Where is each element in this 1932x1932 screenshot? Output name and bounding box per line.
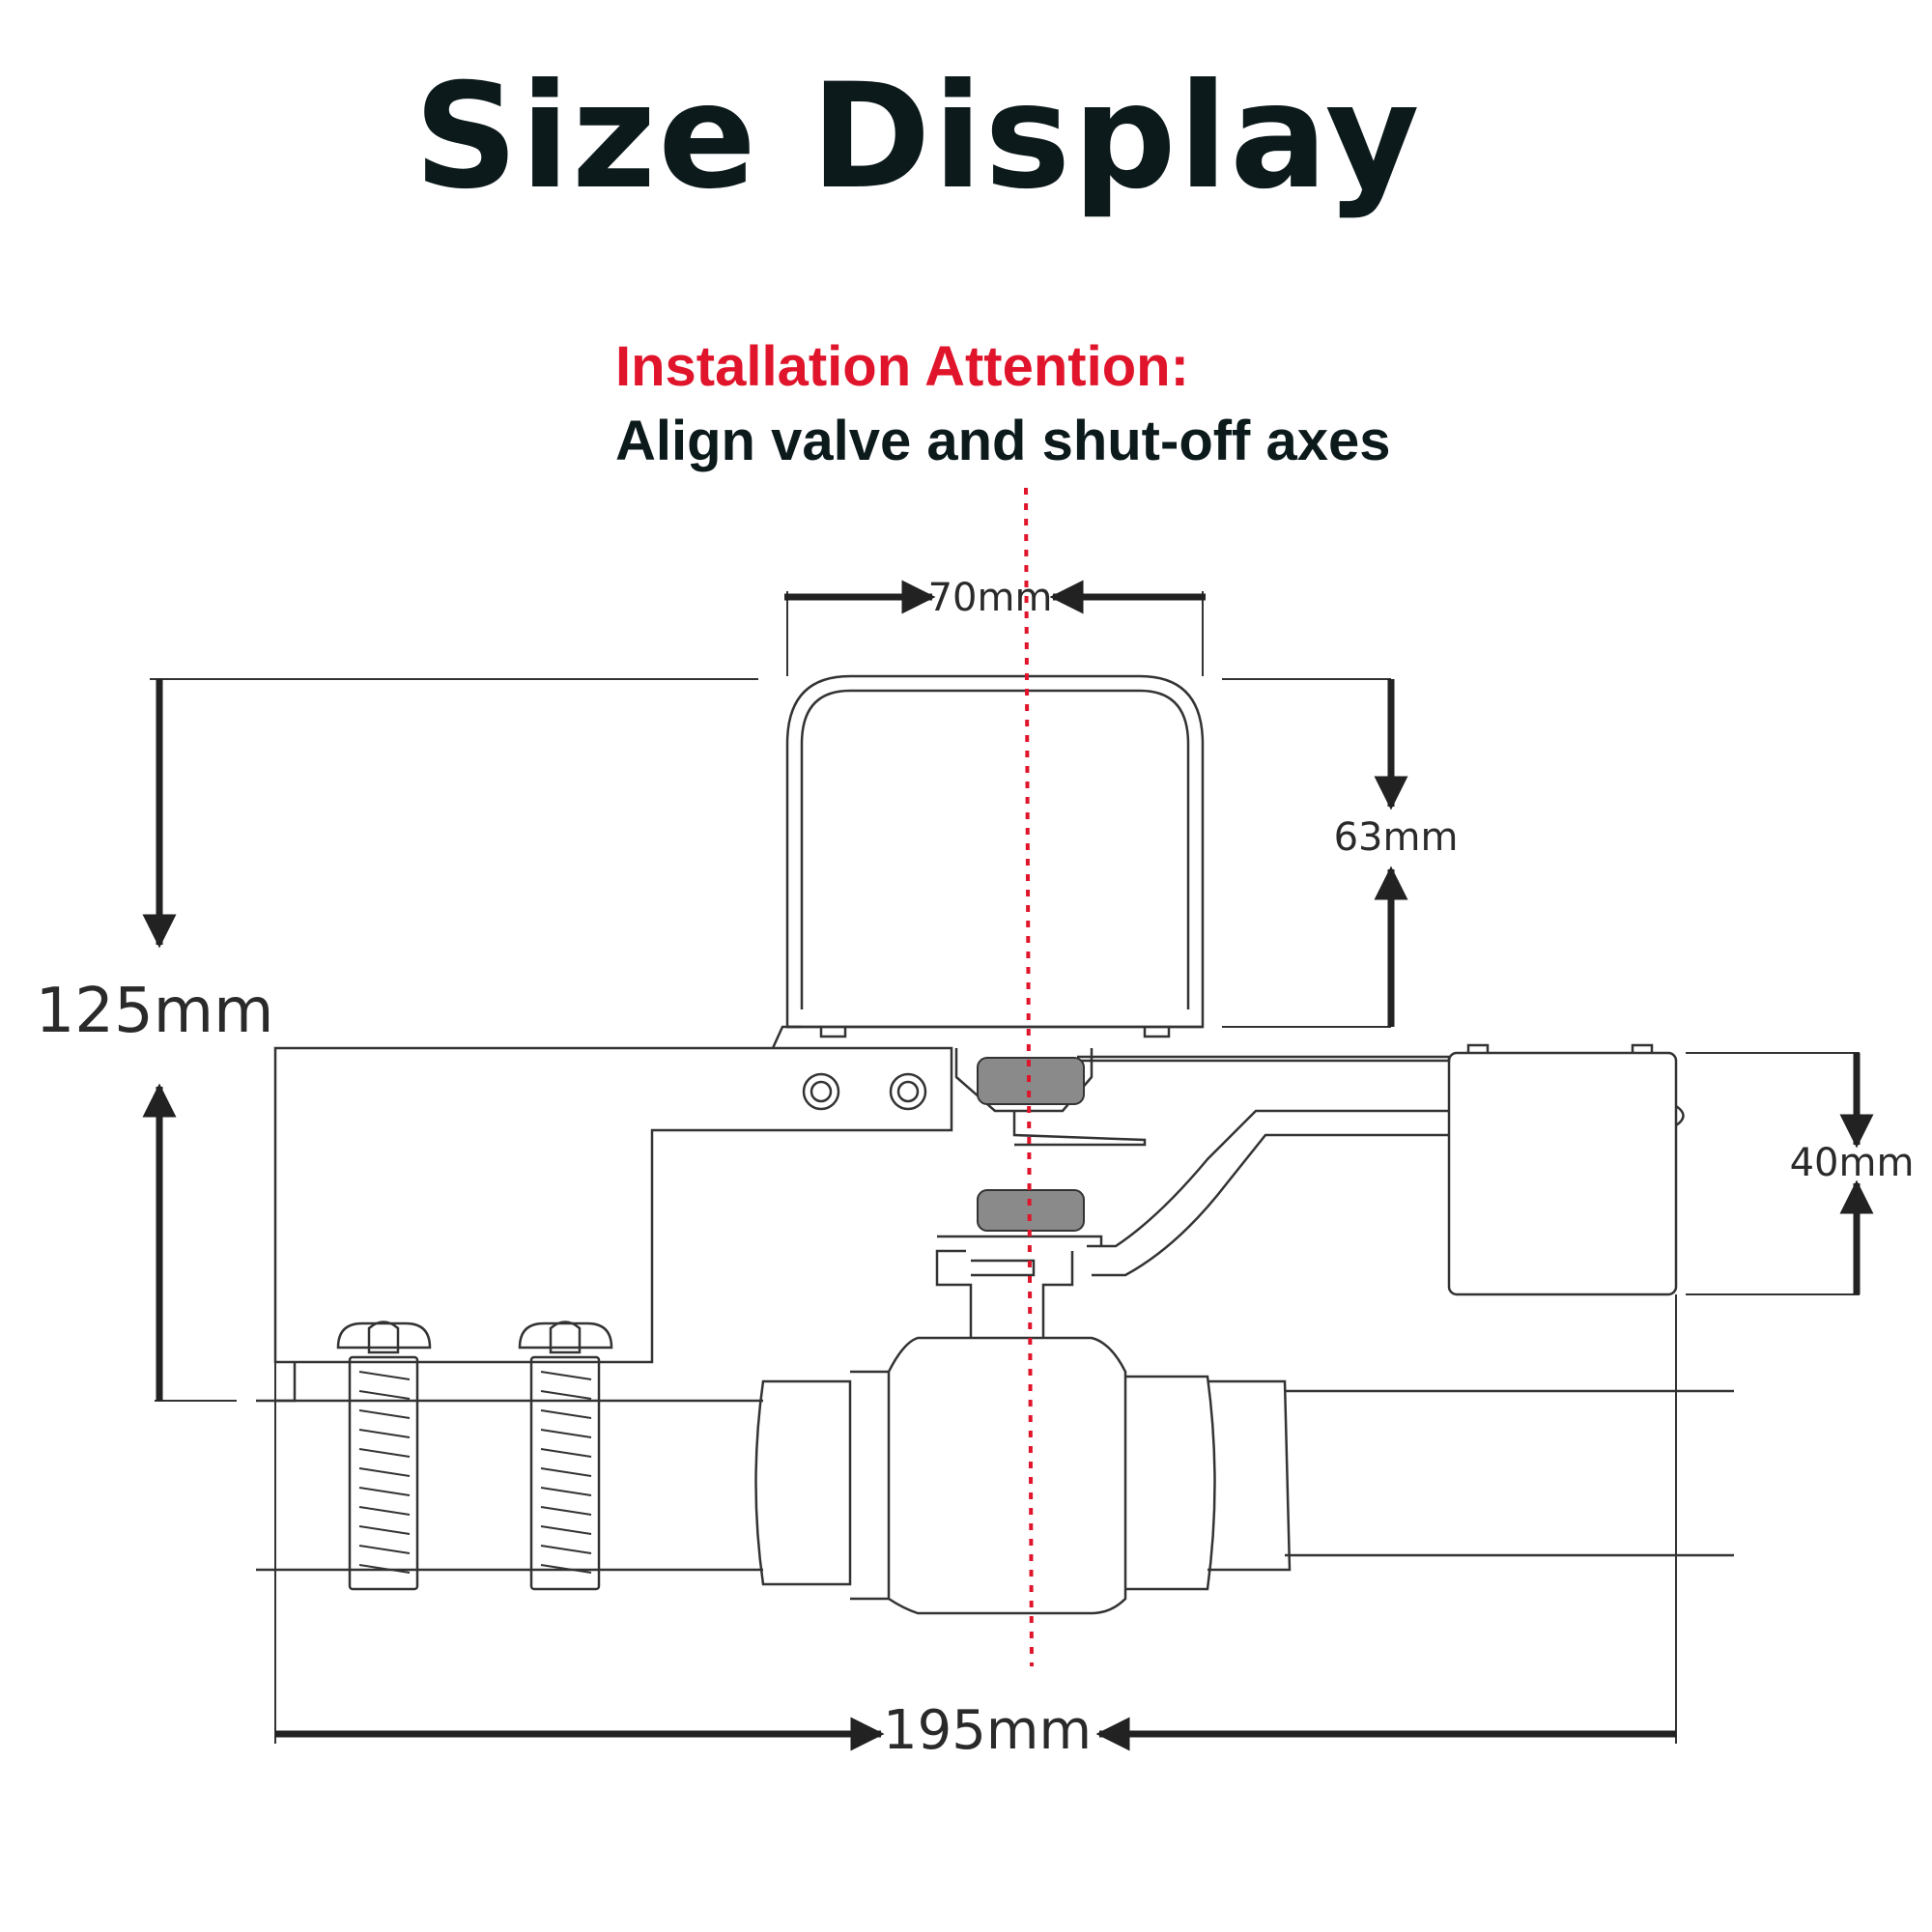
- handle-clamp: [1447, 1043, 1685, 1296]
- dimension-label-63mm: 63mm: [1334, 815, 1459, 860]
- dimension-label-125mm: 125mm: [36, 976, 274, 1047]
- dimension-label-195mm: 195mm: [883, 1699, 1092, 1762]
- alignment-axis-line: [1024, 487, 1034, 1667]
- drive-coupling-lower: [977, 1189, 1085, 1232]
- extension-lines: [150, 591, 1860, 1744]
- valve-handle: [937, 1109, 1449, 1277]
- bracket-bottom-rail: [275, 1362, 297, 1403]
- ball-valve-body: [754, 1249, 1292, 1615]
- notice-heading: Installation Attention:: [615, 335, 1189, 398]
- installation-notice: Installation Attention: Align valve and …: [615, 333, 1391, 476]
- actuator-housing: [785, 674, 1205, 1147]
- notice-body: Align valve and shut-off axes: [615, 409, 1391, 472]
- hose-clamp-right: [518, 1321, 613, 1591]
- mounting-bracket: [273, 1025, 1451, 1364]
- page-title: Size Display: [413, 53, 1422, 221]
- dimension-label-40mm: 40mm: [1790, 1141, 1915, 1185]
- pipe: [256, 1389, 1734, 1572]
- dimension-label-70mm: 70mm: [928, 576, 1053, 620]
- dimension-arrows: [142, 580, 1874, 1751]
- hose-clamp-left: [336, 1321, 432, 1591]
